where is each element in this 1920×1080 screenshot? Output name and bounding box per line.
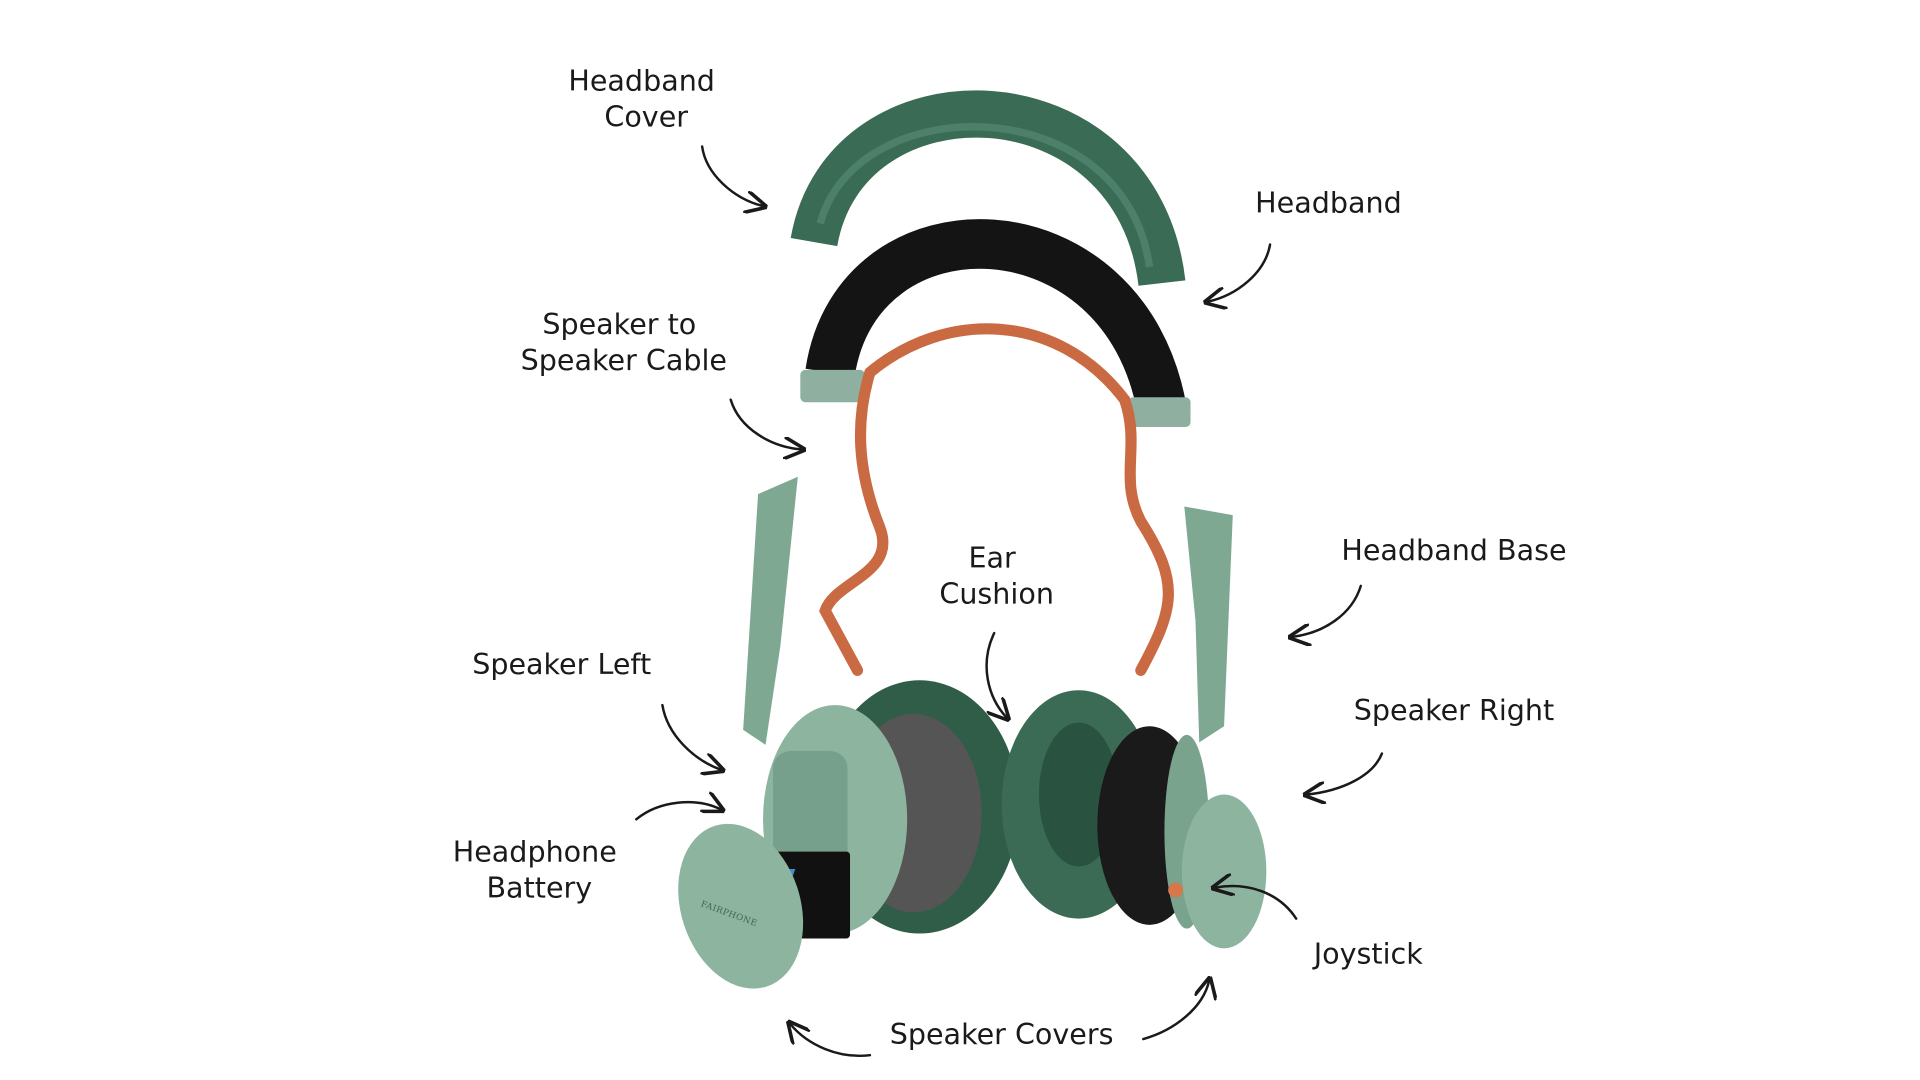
label-headband: Headband: [1255, 185, 1402, 219]
arrow-headphone-battery: [635, 802, 721, 821]
speaker-cable-part: [819, 323, 1174, 676]
label-speaker-right: Speaker Right: [1354, 693, 1554, 727]
arrow-headband: [1208, 243, 1272, 302]
label-speaker-cable: Speaker to Speaker Cable: [521, 307, 727, 377]
label-ear-cushion: Ear Cushion: [939, 540, 1054, 610]
arrow-ear-cushion: [985, 631, 1007, 717]
label-headphone-battery: Headphone Battery: [453, 835, 626, 905]
label-headband-cover: Headband Cover: [568, 64, 724, 134]
arrow-speaker-covers-right: [1142, 981, 1209, 1041]
headband-left-end: [800, 369, 865, 403]
arrow-joystick: [1215, 886, 1298, 920]
right-speaker-cover: [1181, 794, 1267, 949]
arrow-speaker-cable: [729, 398, 802, 450]
arrow-speaker-left: [661, 703, 720, 770]
arrow-headband-base: [1292, 584, 1363, 637]
headband-right-end: [1128, 397, 1191, 428]
arrow-headband-cover: [700, 145, 763, 206]
headband-part: [805, 219, 1187, 415]
label-speaker-covers: Speaker Covers: [890, 1017, 1114, 1051]
headband-base-right: [1184, 506, 1233, 743]
left-speaker-cover: [678, 823, 804, 989]
joystick-part: [1168, 882, 1184, 898]
headband-base-left: [743, 476, 798, 745]
headband-cover-highlight: [816, 123, 1154, 268]
label-headband-base: Headband Base: [1341, 533, 1566, 567]
arrow-speaker-right: [1307, 752, 1384, 795]
label-joystick: Joystick: [1312, 936, 1424, 970]
arrow-speaker-covers-left: [790, 1024, 872, 1058]
label-speaker-left: Speaker Left: [472, 647, 651, 681]
